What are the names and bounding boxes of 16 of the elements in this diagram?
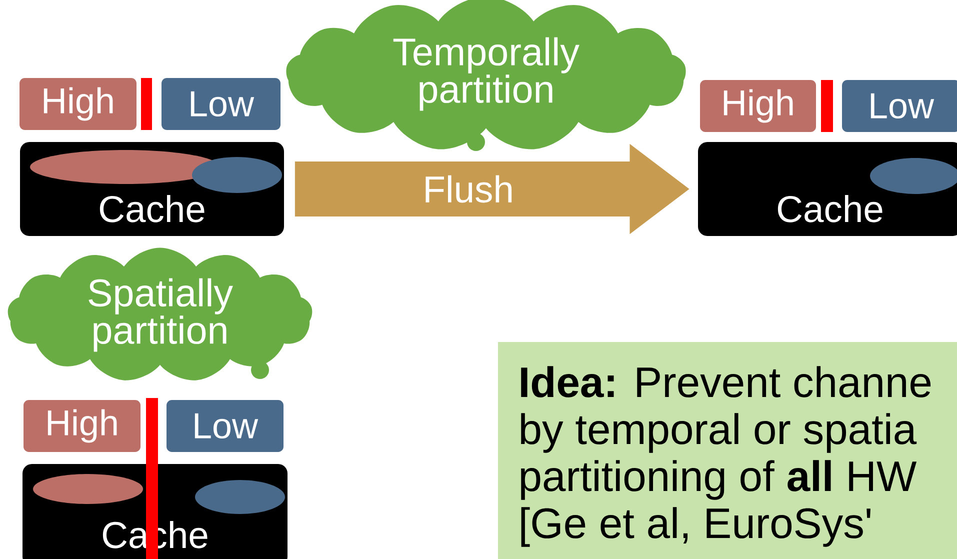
label-box: Low <box>166 400 284 452</box>
text-line: partitioning of all HW <box>521 460 917 500</box>
cloud: Temporally partition <box>286 0 686 151</box>
label-box: High <box>24 400 140 452</box>
label-box: Low <box>842 80 957 132</box>
text-line: Idea: Prevent channe <box>521 366 931 398</box>
label-box: Low <box>162 78 280 130</box>
edge-label: Flush <box>426 175 512 203</box>
text-line: by temporal or spatia <box>521 413 917 453</box>
cache-box: Cache <box>20 142 284 236</box>
label-box: High <box>20 78 136 130</box>
text-line: [Ge et al, EuroSys' <box>521 507 870 547</box>
cloud: Spatially partition <box>8 248 312 380</box>
label-box: High <box>700 80 816 132</box>
text-box <box>498 342 957 559</box>
cache-box: Cache <box>698 142 957 236</box>
